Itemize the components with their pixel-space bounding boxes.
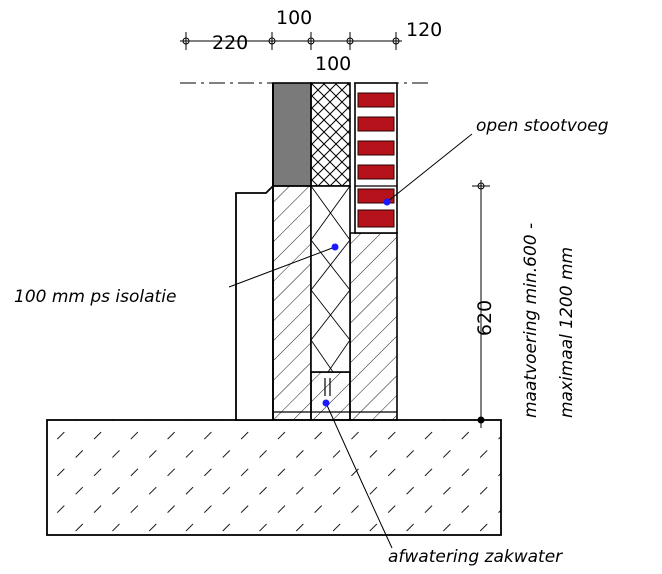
insulation-lower — [310, 185, 351, 373]
leader-open-joint — [386, 133, 473, 203]
insulation-upper — [310, 82, 351, 187]
drain-pipe — [324, 378, 331, 396]
brick-leaf — [354, 82, 398, 234]
brick-1 — [357, 92, 395, 108]
foundation-wall-right — [349, 232, 398, 421]
brick-3 — [357, 140, 395, 156]
top-dimension-line — [180, 32, 402, 50]
label-drainage: afwatering zakwater — [388, 547, 563, 567]
grey-panel — [272, 82, 312, 187]
label-insulation: 100 mm ps isolatie — [14, 287, 176, 307]
label-open-joint: open stootvoeg — [476, 116, 609, 136]
dim-tick-4 — [346, 32, 354, 50]
dim-label-100-second: 100 — [315, 53, 351, 75]
dim-label-120: 120 — [406, 19, 442, 41]
leader-drainage — [325, 402, 393, 549]
dim-tick-5 — [392, 32, 400, 50]
marker-insulation — [331, 243, 339, 251]
brick-4 — [357, 164, 395, 180]
dim-label-100-top: 100 — [276, 7, 312, 29]
footing-slab — [46, 419, 502, 536]
brick-2 — [357, 116, 395, 132]
spacing-note-line1: maatvoering min.600 - — [521, 223, 541, 418]
dim-tick-2 — [268, 32, 276, 50]
foundation-wall-left — [272, 185, 312, 421]
height-dimension — [472, 180, 490, 428]
brick-6 — [357, 209, 395, 228]
leader-insulation — [228, 246, 336, 288]
dim-label-220: 220 — [212, 32, 248, 54]
dim-label-620: 620 — [474, 300, 496, 336]
marker-open-joint — [383, 198, 391, 206]
dim-tick-1 — [182, 32, 190, 50]
spacing-note-line2: maximaal 1200 mm — [557, 247, 577, 418]
marker-drainage — [322, 399, 330, 407]
inner-wall — [235, 183, 274, 421]
dim-tick-3 — [307, 32, 315, 50]
